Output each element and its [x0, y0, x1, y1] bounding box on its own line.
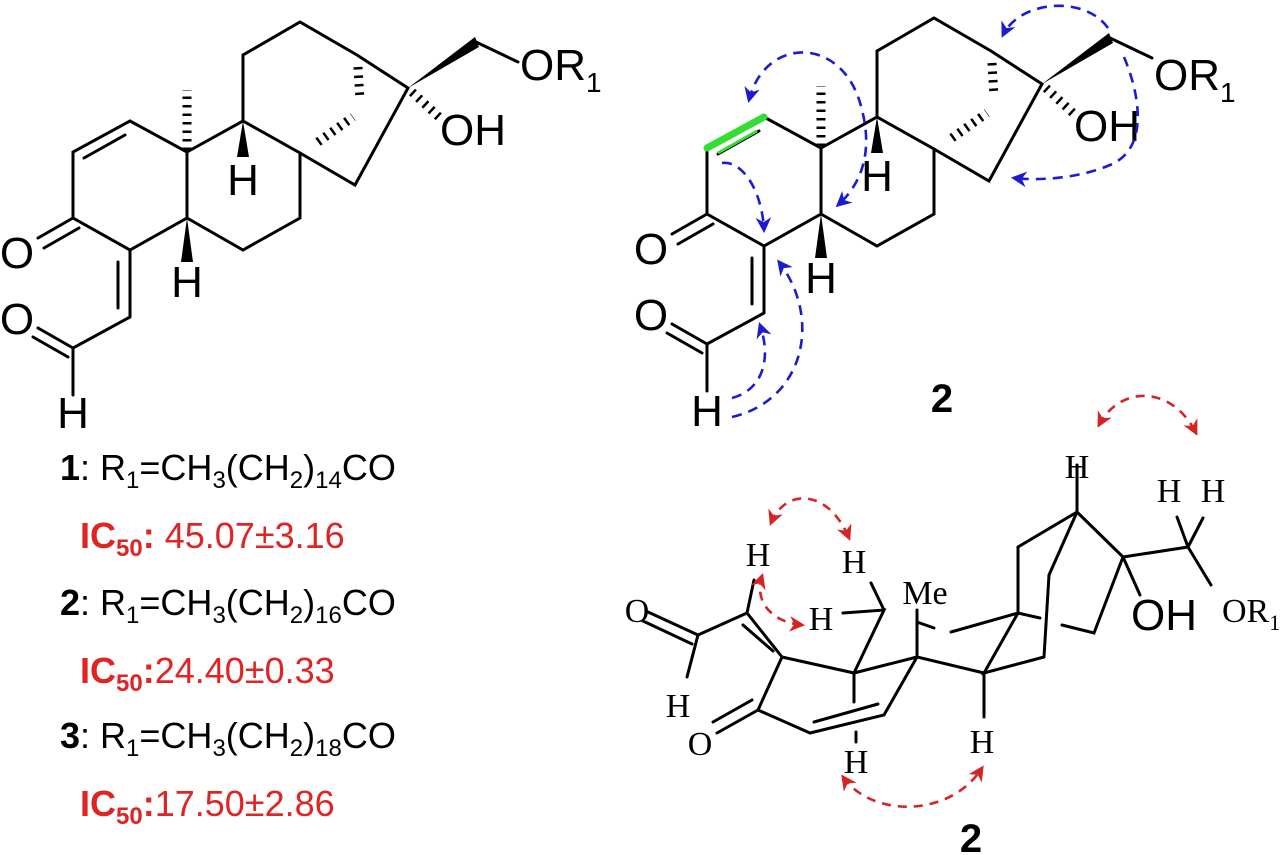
compound-1-ic50: IC50: 45.07±3.16	[80, 515, 345, 562]
hydroxyl-label: OH	[440, 106, 506, 155]
ketone-oxygen-label: O	[688, 726, 713, 763]
structure-2-noesy: H H H OR1 OH Me H H H O H O H H 2	[625, 394, 1280, 855]
hydroxyl-label: OH	[1074, 102, 1140, 151]
h-label: H	[970, 724, 995, 761]
aldehyde-oxygen-label: O	[0, 295, 34, 344]
ketone-oxygen-label: O	[0, 229, 34, 278]
h-label: H	[842, 544, 867, 581]
noesy-arrow	[1097, 394, 1198, 436]
hmbc-arrow	[744, 51, 868, 208]
noesy-arrow	[841, 765, 984, 808]
structure-2-hmbc: O O H H H OH OR1 2	[634, 4, 1236, 436]
h5-label: H	[171, 258, 203, 307]
h-label: H	[844, 744, 869, 781]
noesy-arrow	[768, 497, 852, 541]
hmbc-arrow	[1010, 56, 1139, 188]
structure-2-3d-skeleton	[641, 463, 1213, 744]
compound-label: 2	[931, 377, 953, 421]
h-label: H	[746, 537, 771, 574]
hydroxyl-label: OH	[1131, 591, 1197, 640]
hmbc-arrow	[1001, 4, 1110, 38]
aldehyde-oxygen-label: O	[634, 291, 668, 340]
compound-label: 2	[960, 817, 982, 855]
aldehyde-oxygen-label: O	[625, 593, 650, 630]
aldehyde-h-label: H	[57, 389, 89, 438]
h-label: H	[1065, 449, 1090, 486]
h-label: H	[809, 601, 834, 638]
structure-1: O O H H H OH OR1	[0, 22, 602, 438]
or1-label: OR1	[520, 41, 602, 98]
structure-2-skeleton	[667, 18, 1152, 391]
hmbc-arrow	[731, 322, 772, 400]
ketone-oxygen-label: O	[634, 225, 668, 274]
compound-2-ic50: IC50:24.40±0.33	[80, 650, 335, 697]
noesy-arrow	[750, 573, 806, 632]
hmbc-arrow	[721, 161, 772, 234]
or1-label: OR1	[1222, 593, 1280, 635]
methyl-label: Me	[902, 575, 947, 612]
h-label: H	[1201, 473, 1226, 510]
h5-label: H	[805, 254, 837, 303]
h9-label: H	[227, 156, 259, 205]
hmbc-arrow	[731, 259, 804, 419]
compound-1-formula: 1: R1=CH3(CH2)14CO	[60, 447, 396, 494]
h9-label: H	[861, 152, 893, 201]
structure-1-skeleton	[33, 22, 518, 395]
compound-2-formula: 2: R1=CH3(CH2)16CO	[60, 582, 396, 629]
compound-3-ic50: IC50:17.50±2.86	[80, 783, 335, 830]
aldehyde-h-label: H	[666, 688, 691, 725]
h-label: H	[1157, 473, 1182, 510]
or1-label: OR1	[1154, 51, 1236, 108]
compound-3-formula: 3: R1=CH3(CH2)18CO	[60, 715, 396, 762]
aldehyde-h-label: H	[691, 387, 723, 436]
